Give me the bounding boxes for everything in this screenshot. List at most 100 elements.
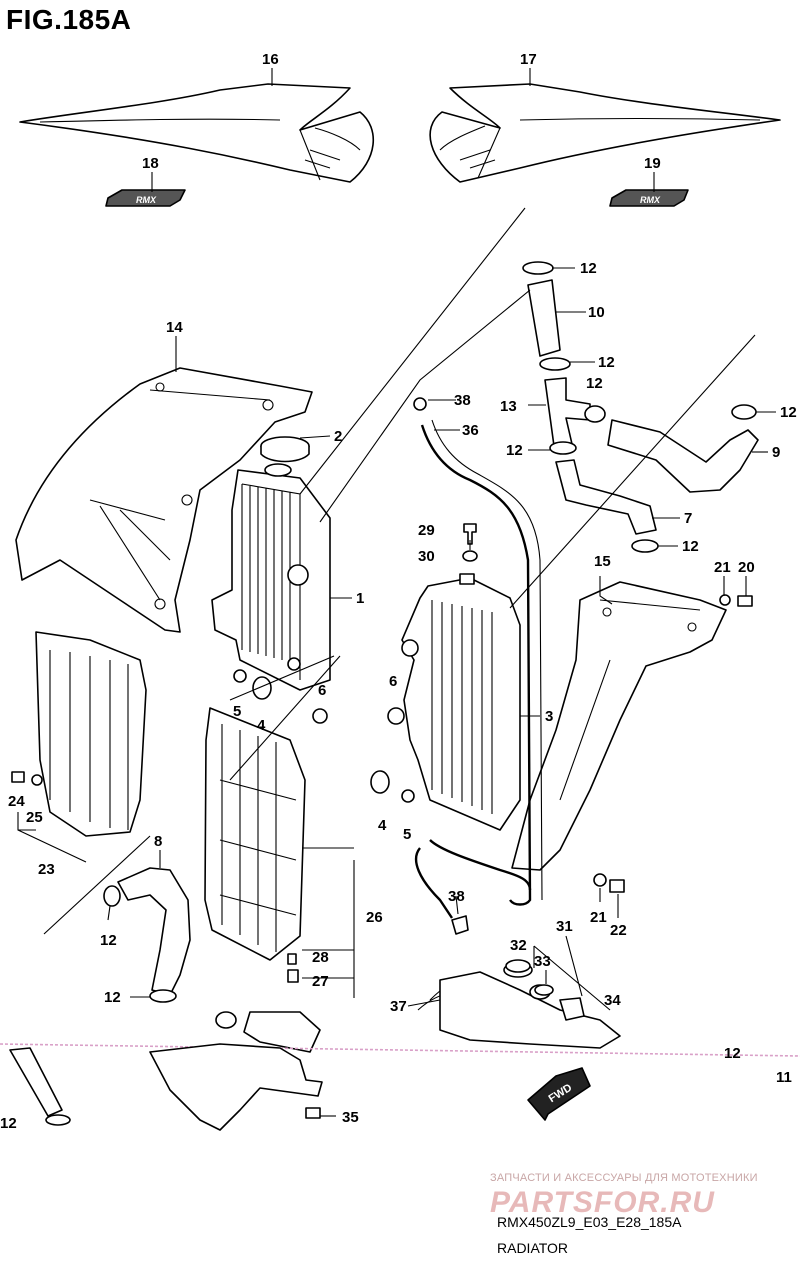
callout-12e: 12 [506, 442, 523, 459]
diagram-code: RMX450ZL9_E03_E28_185A [497, 1214, 682, 1230]
callout-29: 29 [418, 522, 435, 539]
callout-12a: 12 [580, 260, 597, 277]
callout-6a: 6 [318, 682, 326, 699]
bolt-27[interactable] [287, 969, 299, 983]
callout-12j: 12 [724, 1045, 741, 1062]
hose-lower-left[interactable] [9, 1047, 63, 1117]
radiator-shroud-left[interactable] [15, 367, 313, 633]
hose-clamp-12c[interactable] [584, 405, 606, 423]
clip-25[interactable] [31, 774, 43, 786]
hose-11[interactable] [243, 1011, 321, 1053]
callout-18: 18 [142, 155, 159, 172]
callout-12b: 12 [598, 354, 615, 371]
collar-5b[interactable] [401, 789, 415, 803]
radiator-shroud-right[interactable] [511, 581, 727, 871]
nut-21b[interactable] [593, 873, 607, 887]
callout-5a: 5 [233, 703, 241, 720]
hose-10[interactable] [527, 279, 561, 357]
callout-27: 27 [312, 973, 329, 990]
bolt-22[interactable] [609, 879, 625, 893]
leader-lines [17, 68, 776, 1117]
bolt-29[interactable] [463, 523, 477, 545]
callout-12k: 12 [0, 1115, 17, 1132]
callout-3: 3 [545, 708, 553, 725]
callout-37: 37 [390, 998, 407, 1015]
callout-21a: 21 [714, 559, 731, 576]
hose-7[interactable] [555, 459, 657, 535]
callout-33: 33 [534, 953, 551, 970]
radiator-cap[interactable] [260, 436, 310, 463]
hose-clamp-12i[interactable] [215, 1011, 237, 1029]
callout-26: 26 [366, 909, 383, 926]
callout-17: 17 [520, 51, 537, 68]
callout-8: 8 [154, 833, 162, 850]
callout-15: 15 [594, 553, 611, 570]
callout-12h: 12 [104, 989, 121, 1006]
radiator-grille[interactable] [204, 707, 306, 961]
callout-2: 2 [334, 428, 342, 445]
callout-12d: 12 [780, 404, 797, 421]
hose-clamp-12d[interactable] [731, 404, 757, 420]
radiator-right[interactable] [401, 573, 521, 831]
rmx-emblem-left[interactable]: RMX [105, 189, 186, 207]
hose-clamp-12e[interactable] [549, 441, 577, 455]
callout-11: 11 [776, 1069, 792, 1086]
divider-line [0, 1043, 800, 1057]
hose-9[interactable] [607, 419, 759, 493]
collar-5a[interactable] [233, 669, 247, 683]
callout-6b: 6 [389, 673, 397, 690]
callout-34: 34 [604, 992, 621, 1009]
callout-19: 19 [644, 155, 661, 172]
callout-23: 23 [38, 861, 55, 878]
bolt-20[interactable] [737, 595, 753, 607]
hose-clamp-12g[interactable] [103, 885, 121, 907]
rmx-emblem-left-text: RMX [136, 195, 157, 205]
nut-30[interactable] [462, 550, 478, 562]
callout-36: 36 [462, 422, 479, 439]
lower-frame-part[interactable] [149, 1043, 323, 1131]
shroud-graphic-right[interactable] [429, 83, 781, 183]
coolant-reservoir[interactable] [439, 962, 621, 1049]
rmx-emblem-right[interactable]: RMX [609, 189, 689, 207]
callout-38b: 38 [448, 888, 465, 905]
clip-24[interactable] [11, 771, 25, 783]
grommet-4b[interactable] [370, 770, 390, 794]
watermark-logo[interactable]: PARTSFOR.RU [490, 1186, 715, 1219]
radiator-louver-left[interactable] [35, 631, 147, 837]
callout-30: 30 [418, 548, 435, 565]
callout-13: 13 [500, 398, 517, 415]
diagram-name: RADIATOR [497, 1240, 569, 1256]
callout-38a: 38 [454, 392, 471, 409]
hose-clamp-12a[interactable] [522, 261, 554, 275]
callout-12f: 12 [682, 538, 699, 555]
grommet-6b[interactable] [387, 707, 405, 725]
hose-8[interactable] [117, 867, 191, 996]
hose-clamp-12f[interactable] [631, 539, 659, 553]
callout-14: 14 [166, 319, 183, 336]
callout-7: 7 [684, 510, 692, 527]
shroud-graphic-left[interactable] [19, 83, 374, 183]
radiator-left[interactable] [211, 463, 331, 691]
cap-32[interactable] [505, 959, 531, 973]
clip-38a[interactable] [413, 397, 427, 411]
bolt-35[interactable] [305, 1107, 321, 1119]
clip-28[interactable] [287, 953, 297, 965]
fwd-arrow: FWD [527, 1067, 591, 1121]
hose-clamp-12h[interactable] [149, 989, 177, 1003]
rmx-emblem-right-text: RMX [640, 195, 661, 205]
nut-21a[interactable] [719, 594, 731, 606]
callout-32: 32 [510, 937, 527, 954]
clip-38b[interactable] [451, 915, 469, 935]
callout-22: 22 [610, 922, 627, 939]
callout-16: 16 [262, 51, 279, 68]
breather-tube-36[interactable] [420, 419, 543, 906]
grommet-6a[interactable] [312, 708, 328, 724]
hose-clamp-12b[interactable] [539, 357, 571, 371]
callout-12c: 12 [586, 375, 603, 392]
seal-33[interactable] [534, 984, 554, 996]
hose-union-13[interactable] [544, 377, 591, 447]
grommet-4a[interactable] [252, 676, 272, 700]
hose-clamp-12k[interactable] [45, 1114, 71, 1126]
